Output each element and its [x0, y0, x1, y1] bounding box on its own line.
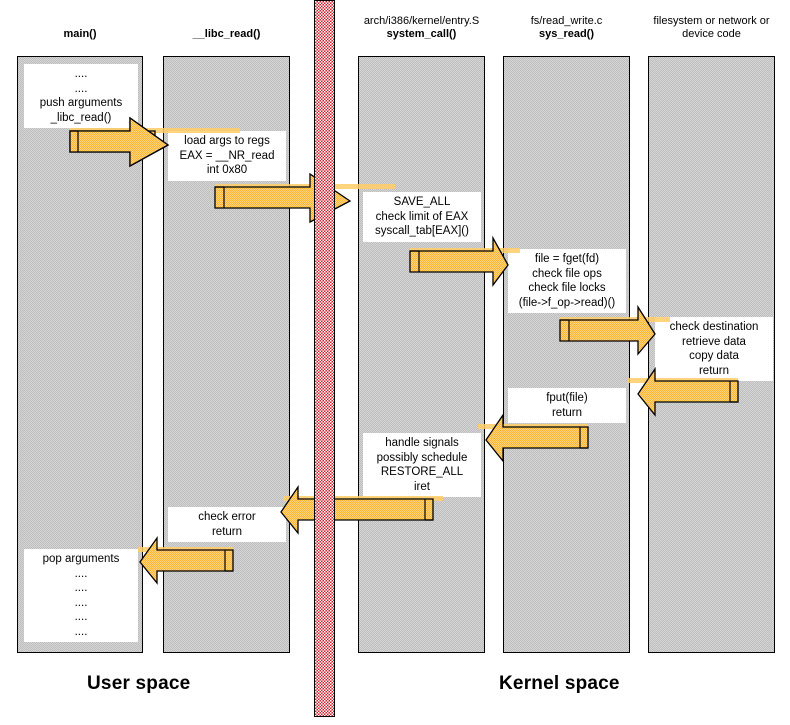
box-line: SAVE_ALL — [393, 196, 451, 208]
user-space-label: User space — [87, 673, 191, 694]
column-path-readwrite: fs/read_write.c — [530, 15, 603, 27]
column-header-main: main() — [17, 28, 143, 41]
box-line: .... — [74, 611, 88, 623]
column-header-device: filesystem or network or device code — [645, 15, 778, 40]
box-line: .... — [74, 82, 88, 95]
box-check-error: check error return — [168, 507, 286, 542]
box-line: .... — [74, 596, 88, 609]
box-line: fput(file) — [546, 392, 588, 404]
box-check-destination: check destination retrieve data copy dat… — [655, 317, 773, 381]
box-line: int 0x80 — [206, 164, 248, 176]
box-line: EAX = __NR_read — [179, 149, 275, 162]
box-line: .... — [74, 582, 88, 594]
box-line: _libc_read() — [50, 111, 112, 124]
box-save-all: SAVE_ALL check limit of EAX syscall_tab[… — [363, 192, 481, 242]
box-pop-arguments: pop arguments .... .... .... .... .... — [24, 549, 138, 642]
column-path-entry: arch/i386/kernel/entry.S — [363, 15, 480, 27]
arrow-syscall-to-sysread — [409, 235, 520, 287]
box-push-arguments: .... .... push arguments _libc_read() — [24, 64, 138, 128]
arrow-libc-to-main — [138, 535, 234, 585]
column-path-device: filesystem or network or — [653, 15, 770, 27]
box-line: retrieve data — [682, 335, 746, 348]
box-line: (file->f_op->read)() — [518, 296, 616, 309]
column-header-entry: arch/i386/kernel/entry.S system_call() — [348, 15, 495, 40]
box-line: handle signals — [385, 437, 459, 449]
arrow-libc-to-syscall — [214, 172, 395, 224]
arrow-main-to-libc — [69, 116, 240, 168]
box-line: return — [211, 525, 243, 538]
box-line: copy data — [689, 350, 739, 362]
box-handle-signals: handle signals possibly schedule RESTORE… — [363, 433, 481, 497]
box-load-args: load args to regs EAX = __NR_read int 0x… — [168, 131, 286, 181]
box-fput: fput(file) return — [508, 388, 626, 423]
box-line: file = fget(fd) — [534, 253, 600, 265]
column-name-device: device code — [682, 27, 741, 40]
column-header-readwrite: fs/read_write.c sys_read() — [503, 15, 630, 40]
box-line: pop arguments — [42, 553, 120, 565]
box-line: check error — [198, 511, 256, 523]
column-name-libc: __libc_read() — [192, 28, 261, 40]
box-line: syscall_tab[EAX]() — [375, 225, 469, 237]
box-line: .... — [74, 625, 88, 638]
box-line: push arguments — [39, 97, 123, 109]
arrow-sysread-to-device — [559, 304, 670, 356]
box-line: .... — [74, 68, 88, 80]
column-name-main: main() — [63, 28, 97, 40]
user-kernel-divider — [314, 0, 335, 717]
box-line: possibly schedule — [376, 451, 468, 464]
lane-readwrite — [503, 56, 630, 653]
arrow-entry-to-libc — [280, 484, 443, 535]
box-line: .... — [74, 567, 88, 580]
box-line: RESTORE_ALL — [380, 466, 464, 478]
box-line: check limit of EAX — [375, 210, 469, 223]
arrow-device-to-sysread — [628, 366, 739, 417]
box-line: iret — [414, 480, 430, 493]
column-header-libc: __libc_read() — [163, 28, 290, 41]
lane-entry — [358, 56, 485, 653]
box-line: check destination — [669, 321, 759, 333]
box-line: check file locks — [528, 282, 606, 294]
box-fget: file = fget(fd) check file ops check fil… — [508, 249, 626, 313]
box-line: return — [698, 364, 730, 377]
arrow-sysread-to-entry — [478, 412, 589, 463]
kernel-space-label: Kernel space — [499, 673, 620, 694]
box-line: check file ops — [532, 267, 602, 280]
column-name-readwrite: sys_read() — [538, 27, 595, 40]
box-line: return — [551, 406, 583, 419]
column-name-entry: system_call() — [386, 27, 457, 40]
box-line: load args to regs — [184, 135, 270, 147]
